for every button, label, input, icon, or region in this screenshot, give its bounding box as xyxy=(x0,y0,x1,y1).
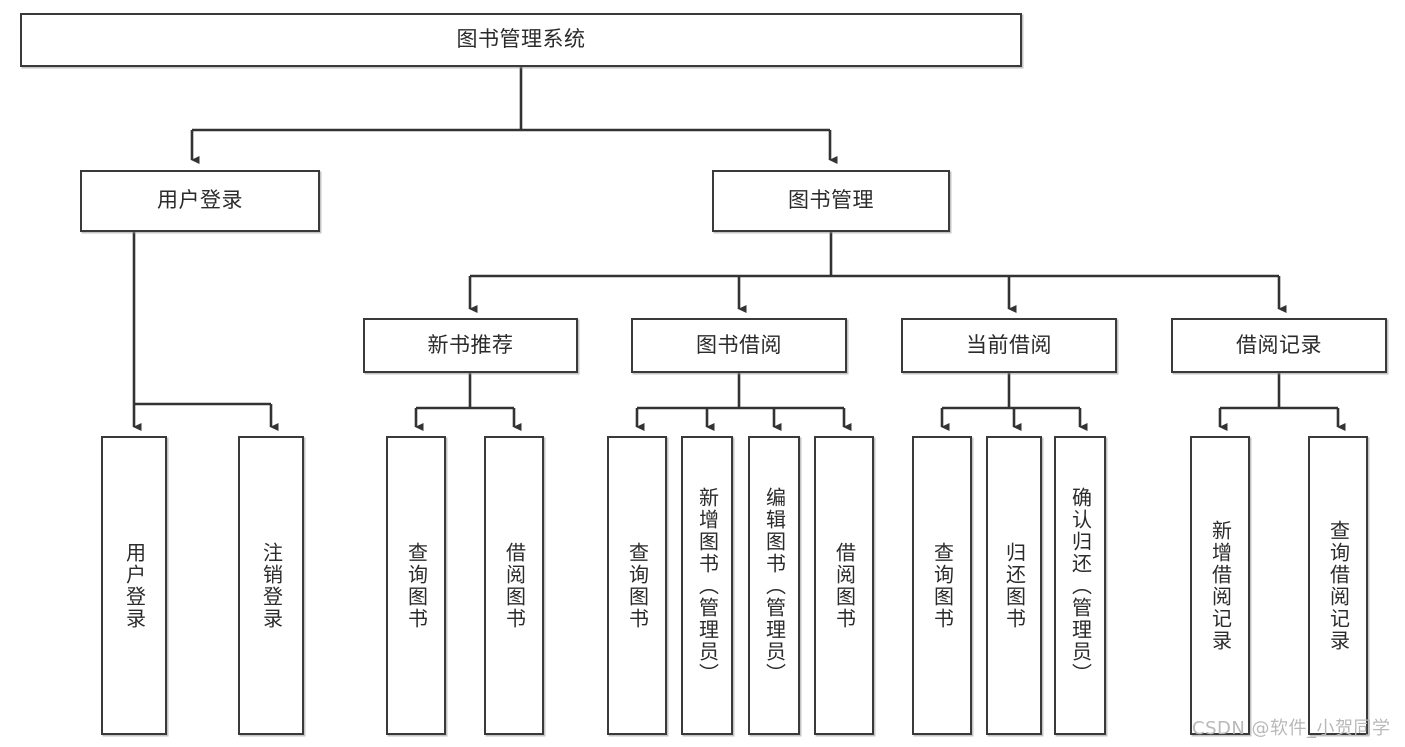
node-leaf-query-record[interactable]: 查询借阅记录 xyxy=(1308,436,1368,735)
node-leaf-user-login[interactable]: 用户登录 xyxy=(101,436,167,735)
node-leaf-query-book-2-label: 查询图书 xyxy=(625,541,650,630)
node-leaf-borrow-book-2[interactable]: 借阅图书 xyxy=(814,436,874,735)
node-user-login-label: 用户登录 xyxy=(157,188,243,213)
node-borrow-record-label: 借阅记录 xyxy=(1236,332,1322,357)
node-leaf-add-record-label: 新增借阅记录 xyxy=(1208,519,1233,652)
node-leaf-edit-book[interactable]: 编辑图书（管理员） xyxy=(748,436,800,735)
node-book-borrow-label: 图书借阅 xyxy=(696,332,782,357)
node-new-book-rec[interactable]: 新书推荐 xyxy=(363,318,578,373)
node-leaf-query-book-3[interactable]: 查询图书 xyxy=(912,436,972,735)
node-user-login[interactable]: 用户登录 xyxy=(80,170,320,232)
node-leaf-user-logout[interactable]: 注销登录 xyxy=(238,436,304,735)
node-current-borrow-label: 当前借阅 xyxy=(966,332,1052,357)
node-book-manage-label: 图书管理 xyxy=(788,188,874,213)
node-leaf-query-book-2[interactable]: 查询图书 xyxy=(607,436,667,735)
node-leaf-add-book-label: 新增图书（管理员） xyxy=(695,486,720,685)
node-root[interactable]: 图书管理系统 xyxy=(20,13,1022,67)
node-root-label: 图书管理系统 xyxy=(456,27,586,52)
node-leaf-user-login-label: 用户登录 xyxy=(122,541,147,630)
node-leaf-add-book[interactable]: 新增图书（管理员） xyxy=(681,436,733,735)
node-leaf-return-book[interactable]: 归还图书 xyxy=(986,436,1042,735)
node-leaf-return-book-label: 归还图书 xyxy=(1002,541,1027,630)
node-new-book-rec-label: 新书推荐 xyxy=(427,332,514,357)
node-leaf-borrow-book-1-label: 借阅图书 xyxy=(502,541,527,630)
node-leaf-borrow-book-2-label: 借阅图书 xyxy=(832,541,857,630)
node-leaf-user-logout-label: 注销登录 xyxy=(259,541,284,630)
node-leaf-add-record[interactable]: 新增借阅记录 xyxy=(1190,436,1250,735)
node-current-borrow[interactable]: 当前借阅 xyxy=(901,318,1117,373)
node-leaf-edit-book-label: 编辑图书（管理员） xyxy=(762,486,787,685)
node-leaf-query-record-label: 查询借阅记录 xyxy=(1326,519,1351,652)
node-borrow-record[interactable]: 借阅记录 xyxy=(1171,318,1387,373)
node-leaf-confirm-return[interactable]: 确认归还（管理员） xyxy=(1054,436,1106,735)
node-leaf-query-book-1[interactable]: 查询图书 xyxy=(386,436,446,735)
node-book-borrow[interactable]: 图书借阅 xyxy=(631,318,847,373)
node-leaf-borrow-book-1[interactable]: 借阅图书 xyxy=(484,436,544,735)
node-leaf-query-book-1-label: 查询图书 xyxy=(404,541,429,630)
node-leaf-confirm-return-label: 确认归还（管理员） xyxy=(1068,486,1093,685)
node-book-manage[interactable]: 图书管理 xyxy=(712,170,950,232)
node-leaf-query-book-3-label: 查询图书 xyxy=(930,541,955,630)
